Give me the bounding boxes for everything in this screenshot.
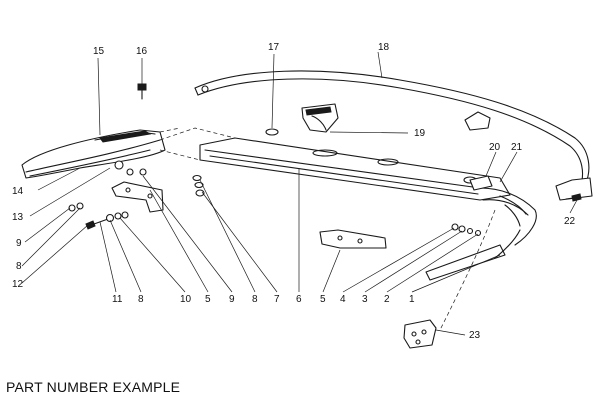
callout-4: 4 [340,294,346,305]
callout-8-bottom-a: 8 [138,294,144,305]
callout-7: 7 [274,294,280,305]
assembly-dashed-lines [159,127,496,331]
washer-part-17 [265,128,279,136]
callout-5-bottom-b: 5 [320,294,326,305]
right-side-fittings [425,111,521,281]
callout-2: 2 [384,294,390,305]
screw-part-22 [565,193,582,202]
callout-21: 21 [511,142,523,153]
leader-lines [21,51,578,336]
callout-14: 14 [12,186,24,197]
page-caption: PART NUMBER EXAMPLE [6,379,181,395]
mounting-bracket-left [111,181,164,213]
callout-15: 15 [93,46,105,57]
callout-19: 19 [414,128,426,139]
callout-22: 22 [564,216,576,227]
bolt-part-16 [137,83,147,100]
callout-23: 23 [469,330,481,341]
callout-9-left: 9 [16,238,22,249]
callout-8-bottom-b: 8 [252,294,258,305]
callout-16: 16 [136,46,148,57]
callout-labels: 15 16 17 18 19 20 21 22 23 14 13 9 8 12 … [12,42,576,341]
callout-9-bottom: 9 [229,294,235,305]
bumper-end-cap-part [21,129,166,179]
hardware-set-left [68,160,205,230]
callout-11: 11 [112,294,123,305]
callout-18: 18 [378,42,390,53]
callout-17: 17 [268,42,280,53]
callout-13: 13 [12,212,24,223]
callout-5-bottom-a: 5 [205,294,211,305]
callout-1: 1 [409,294,415,305]
callout-6: 6 [296,294,302,305]
clip-part [301,103,339,133]
callout-20: 20 [489,142,501,153]
callout-3: 3 [362,294,368,305]
callout-12: 12 [12,279,24,290]
mounting-bracket-right [319,229,387,249]
callout-10: 10 [180,294,192,305]
bumper-bar-part [199,137,537,246]
callout-8-left: 8 [16,261,22,272]
bracket-part-23 [403,319,437,349]
